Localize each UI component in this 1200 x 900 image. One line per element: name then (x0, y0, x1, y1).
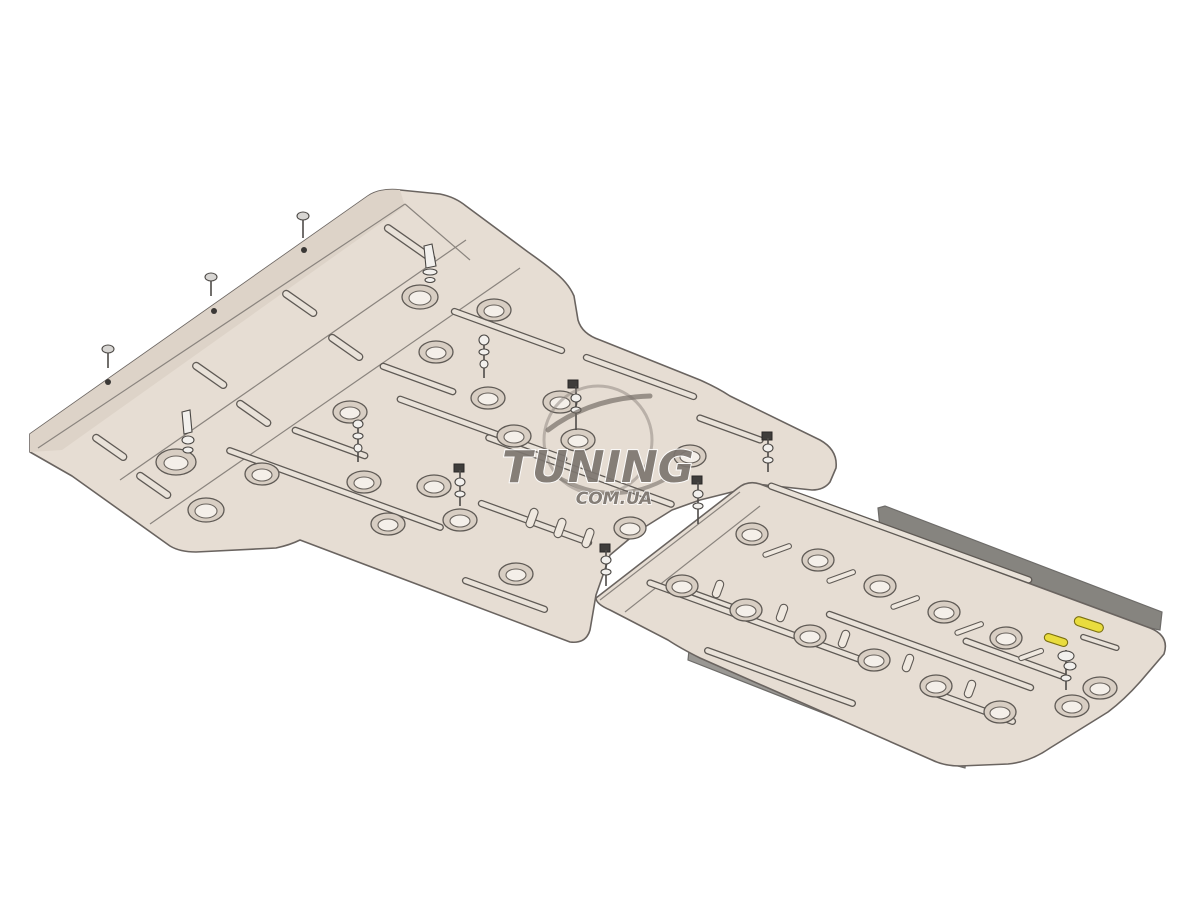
front-bolt (101, 344, 115, 385)
mounting-hole (863, 574, 897, 598)
gearbox-plate-vents (711, 543, 1045, 699)
mounting-hole (418, 340, 454, 364)
fastener-stack (1057, 650, 1077, 690)
gearbox-plate-holes (665, 522, 1118, 724)
mounting-hole (735, 522, 769, 546)
fastener-stack (422, 243, 438, 284)
mounting-hole (613, 516, 647, 540)
front-bolt (204, 272, 218, 314)
engine-plate-holes (155, 284, 707, 586)
mounting-hole (927, 600, 961, 624)
yellow-bracket (1043, 616, 1120, 652)
mounting-hole (470, 386, 506, 410)
mounting-hole (793, 624, 827, 648)
mounting-hole (346, 470, 382, 494)
fastener-stack (352, 419, 364, 462)
mounting-hole (476, 298, 512, 322)
mounting-hole (857, 648, 891, 672)
mounting-hole (1054, 694, 1090, 718)
mounting-hole (673, 444, 707, 468)
engine-plate-vents (525, 507, 595, 549)
mounting-hole (919, 674, 953, 698)
mounting-hole (498, 562, 534, 586)
fastener-stack (691, 475, 704, 524)
gearbox-skid-plate (595, 481, 1167, 767)
mounting-hole (1082, 676, 1118, 700)
front-bolt (296, 211, 310, 253)
globe-swoosh-icon (542, 384, 666, 496)
mounting-hole (155, 448, 197, 476)
mounting-hole (442, 508, 478, 532)
watermark-brand: TUNING (502, 442, 694, 493)
mounting-hole (560, 428, 596, 452)
mounting-hole (983, 700, 1017, 724)
mounting-hole (729, 598, 763, 622)
mounting-hole (187, 497, 225, 523)
fastener-stack (181, 409, 195, 454)
fastener-stack (478, 334, 490, 378)
fastener-stack (599, 543, 612, 586)
fastener-stack (453, 463, 466, 506)
watermark: TUNING COM.UA (501, 384, 695, 510)
mounting-hole (989, 626, 1023, 650)
mounting-hole (332, 400, 368, 424)
mounting-hole (401, 284, 439, 310)
mounting-hole (370, 512, 406, 536)
fastener-stack (761, 431, 774, 472)
mounting-hole (244, 462, 280, 486)
mounting-hole (801, 548, 835, 572)
mounting-hole (416, 474, 452, 498)
mounting-hole (665, 574, 699, 598)
mounting-hole (496, 424, 532, 448)
watermark-domain: COM.UA (576, 489, 653, 509)
